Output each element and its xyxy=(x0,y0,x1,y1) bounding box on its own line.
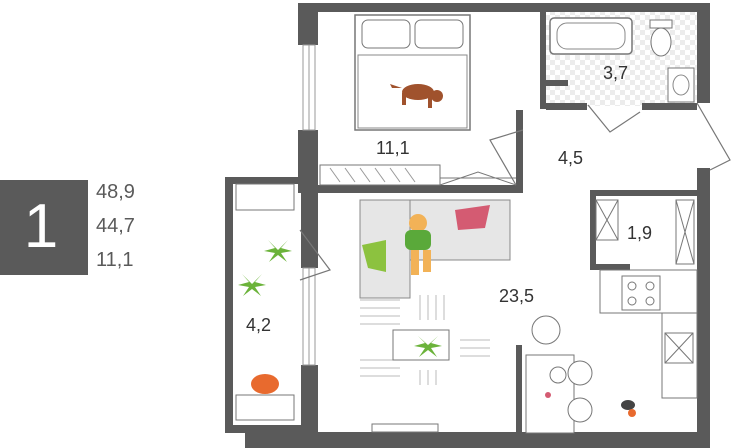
living-area: 44,7 xyxy=(96,215,135,237)
plant-icon xyxy=(238,240,292,296)
total-area: 48,9 xyxy=(96,181,135,203)
hall-sliding-door xyxy=(439,171,517,186)
hallway-area: 4,5 xyxy=(558,148,583,168)
chair-icon xyxy=(251,374,279,394)
windows xyxy=(302,44,316,366)
bathtub-icon xyxy=(549,17,633,55)
plant-icon xyxy=(414,336,442,357)
walls xyxy=(225,3,710,448)
toilet-icon xyxy=(649,19,673,57)
balcony-desk xyxy=(235,394,295,421)
balcony-area: 4,2 xyxy=(246,315,271,335)
kitchen-area: 11,1 xyxy=(96,249,134,271)
stove-icon xyxy=(621,275,661,311)
bed-icon xyxy=(354,14,471,131)
person-icon xyxy=(405,214,431,275)
wardrobe-hatching xyxy=(329,167,416,183)
doors xyxy=(299,102,731,281)
cat-icon xyxy=(621,400,636,417)
living-kitchen-area: 23,5 xyxy=(499,286,534,306)
bathroom-area: 3,7 xyxy=(603,63,628,83)
bedroom-area: 11,1 xyxy=(376,138,410,158)
pink-pillow xyxy=(455,205,490,230)
balcony-cabinet xyxy=(235,183,295,211)
wardrobe-area: 1,9 xyxy=(627,223,652,243)
sink-icon xyxy=(667,67,695,103)
dog-icon xyxy=(390,84,443,108)
room-count: 1 xyxy=(23,192,59,261)
table-icon xyxy=(525,354,575,434)
wardrobe-closet xyxy=(595,199,695,265)
rug xyxy=(360,295,490,385)
tv-stand xyxy=(371,423,439,433)
chair-icon xyxy=(531,315,593,423)
room-count-badge: 1 xyxy=(0,180,88,275)
green-pillow xyxy=(362,240,386,272)
kitchen-sink xyxy=(664,332,694,364)
